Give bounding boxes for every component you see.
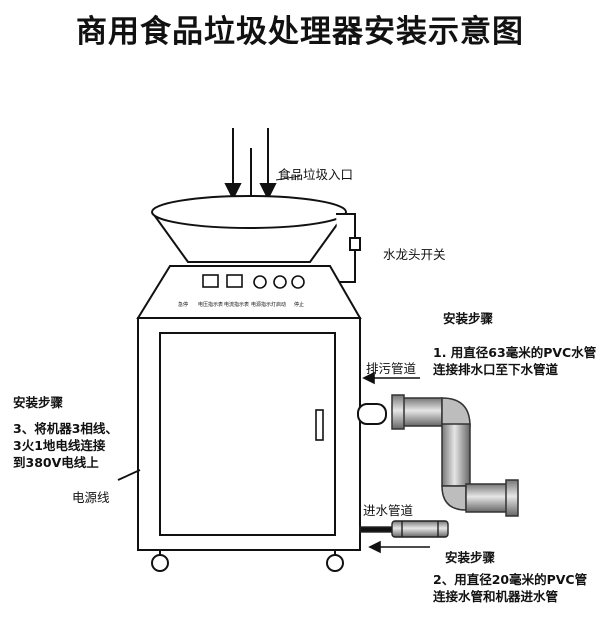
inlet-label: 食品垃圾入口 bbox=[278, 167, 354, 182]
control-panel bbox=[202, 274, 305, 289]
water-inlet-pipe bbox=[359, 520, 449, 538]
panel-label-emergency-stop: 急停 bbox=[178, 302, 189, 308]
start-button-shape bbox=[273, 275, 287, 289]
panel-label-voltmeter: 电压指示表 bbox=[198, 302, 224, 308]
drain-outlet bbox=[357, 403, 387, 425]
faucet-switch bbox=[336, 213, 361, 283]
door-handle bbox=[315, 409, 324, 441]
diagram-title: 商用食品垃圾处理器安装示意图 bbox=[76, 14, 524, 50]
step-right-bottom-line2: 连接水管和机器进水管 bbox=[433, 589, 559, 604]
step-right-top-heading: 安装步骤 bbox=[443, 311, 494, 326]
power-indicator-light bbox=[253, 275, 267, 289]
step-right-top-line1: 1. 用直径63毫米的PVC水管 bbox=[433, 345, 597, 360]
step-left-line2: 3火1地电线连接 bbox=[13, 438, 106, 453]
machine-door bbox=[159, 332, 336, 536]
voltmeter-display bbox=[202, 274, 219, 288]
drain-pipe-label: 排污管道 bbox=[366, 361, 417, 376]
drain-pipe bbox=[391, 394, 519, 517]
step-left-line3: 到380V电线上 bbox=[13, 455, 99, 470]
step-left-line1: 3、将机器3相线、 bbox=[13, 421, 118, 436]
panel-label-power-light: 电源指示灯 bbox=[251, 302, 277, 308]
inlet-pipe-label: 进水管道 bbox=[363, 503, 414, 518]
inlet-arrows bbox=[224, 128, 277, 221]
step-right-bottom-line1: 2、用直径20毫米的PVC管 bbox=[433, 572, 588, 587]
power-cord-label: 电源线 bbox=[72, 490, 110, 505]
panel-label-ammeter: 电流指示表 bbox=[224, 302, 250, 308]
step-right-top-line2: 连接排水口至下水管道 bbox=[433, 362, 559, 377]
panel-label-start: 启动 bbox=[276, 302, 287, 308]
step-right-bottom-heading: 安装步骤 bbox=[445, 550, 496, 565]
power-cord bbox=[117, 469, 141, 481]
hopper bbox=[151, 195, 347, 263]
stop-button-shape bbox=[291, 275, 305, 289]
label-arrows bbox=[362, 371, 430, 554]
panel-label-stop: 停止 bbox=[294, 302, 305, 308]
inlet-leader-line bbox=[275, 175, 301, 181]
ammeter-display bbox=[226, 274, 243, 288]
wheels bbox=[151, 550, 344, 572]
faucet-label: 水龙头开关 bbox=[383, 247, 446, 262]
step-left-heading: 安装步骤 bbox=[13, 395, 64, 410]
